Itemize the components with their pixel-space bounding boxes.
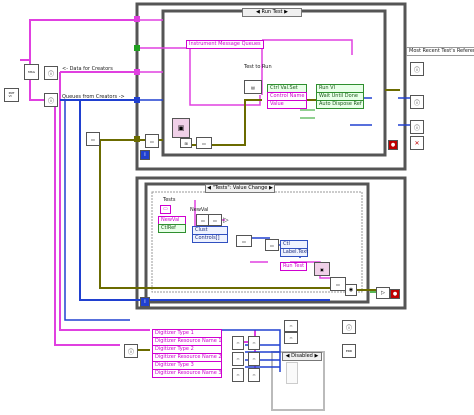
queue-node[interactable]: ▭ — [145, 134, 159, 148]
event-selector[interactable]: ◀ "Tests": Value Change ▶ — [205, 184, 275, 193]
bundle-node[interactable]: ▭ — [248, 352, 260, 366]
queue-ref-node[interactable]: ▭ — [284, 320, 298, 332]
tunnel[interactable] — [134, 97, 140, 103]
case-selector-value: Run Test — [261, 9, 283, 15]
tunnel[interactable] — [134, 16, 140, 22]
disabled-content — [286, 362, 298, 384]
info-icon[interactable]: ⓘ — [410, 95, 424, 109]
disabled-prev-icon[interactable]: ◀ — [285, 353, 290, 359]
enqueue-element-node[interactable]: ▭ — [330, 277, 346, 291]
cluster-node[interactable]: ▭ — [196, 137, 212, 149]
queue-enqueue-node[interactable]: ▣ — [314, 262, 330, 276]
info-icon[interactable]: ⓘ — [342, 320, 356, 334]
case-next-icon[interactable]: ▶ — [284, 9, 288, 15]
test-to-run-node[interactable]: ▤ — [244, 80, 262, 94]
label-newval-top: NewVal — [190, 207, 209, 213]
info-icon[interactable]: ⓘ — [44, 66, 58, 80]
error-out-node[interactable]: ◉ — [345, 284, 357, 296]
build-array-node[interactable]: ▭ — [232, 368, 244, 382]
info-icon: i — [140, 297, 150, 307]
label-test-to-run: Test to Run — [244, 64, 272, 70]
info-icon[interactable]: ⓘ — [410, 120, 424, 134]
controls-field[interactable]: Controls[] — [192, 234, 228, 243]
while-loop-bottom[interactable] — [135, 176, 407, 310]
instrument-message-queues[interactable]: Instrument Message Queues — [186, 40, 264, 49]
event-selector-value: "Tests": Value Change — [212, 185, 268, 191]
most-recent-test-reference[interactable]: Most Recent Test's Reference — [406, 47, 474, 56]
event-next-icon[interactable]: ▶ — [268, 185, 273, 191]
error-handler-node[interactable]: ERR — [342, 344, 356, 358]
bundle-node[interactable]: ▭ — [248, 368, 260, 382]
case-selector-run-test[interactable]: ◀ Run Test ▶ — [242, 8, 302, 17]
run-test-string[interactable]: Run Test — [280, 262, 308, 271]
build-array-node[interactable]: ▭ — [232, 336, 244, 350]
info-icon[interactable]: ⓘ — [44, 93, 58, 107]
property-node[interactable]: ▭ — [265, 239, 279, 251]
to-more-specific-node[interactable]: ▭ — [236, 235, 252, 247]
error-icon[interactable]: ✕ — [410, 136, 424, 150]
cluster-node[interactable]: ▭ — [208, 214, 222, 226]
auto-dispose-ref-field[interactable]: Auto Dispose Ref — [316, 100, 364, 109]
info-icon[interactable]: ⓘ — [124, 344, 138, 358]
vi-reference-icon[interactable]: ▣ — [172, 118, 190, 138]
tunnel[interactable] — [134, 69, 140, 75]
event-prev-icon[interactable]: ◀ — [207, 185, 211, 191]
digitizer-resource-name-3[interactable]: Digitizer Resource Name 3 — [152, 369, 222, 378]
create-queue-node[interactable]: MSG — [24, 64, 39, 80]
tunnel[interactable] — [134, 136, 140, 142]
while-loop-top[interactable] — [135, 2, 407, 171]
label-tests: Tests — [163, 197, 176, 203]
unbundle-node[interactable]: ⊞ — [180, 138, 192, 148]
label-data-for-creators: <- Data for Creators — [62, 66, 113, 72]
case-structure-run-test[interactable] — [161, 9, 387, 157]
queue-ref-node[interactable]: ▭ — [284, 332, 298, 344]
case-selector-disabled[interactable]: ◀ Disabled ▶ — [282, 352, 322, 361]
ctlref-field[interactable]: CtlRef — [158, 224, 186, 233]
or-node[interactable]: ▷ — [376, 287, 390, 299]
disabled-next-icon[interactable]: ▶ — [314, 353, 319, 359]
queue-node[interactable]: ▭ — [86, 132, 100, 146]
stop-icon[interactable]: ● — [388, 140, 398, 150]
build-array-node[interactable]: ▭ — [232, 352, 244, 366]
label-queues-from-creators: Queues from Creators -> — [62, 94, 125, 100]
bundle-node[interactable]: ▭ — [248, 336, 260, 350]
case-prev-icon[interactable]: ◀ — [256, 9, 260, 15]
tunnel[interactable] — [134, 45, 140, 51]
index-array-icon[interactable]: ▷ — [223, 216, 229, 224]
stop-icon[interactable]: ● — [390, 289, 400, 299]
value-field[interactable]: Value — [267, 100, 307, 109]
info-icon[interactable]: ⓘ — [410, 62, 424, 76]
disabled-selector-value: Disabled — [291, 353, 313, 359]
tests-value-node[interactable]: ▭ — [160, 205, 171, 214]
label-text-field[interactable]: Label.Text — [280, 248, 308, 257]
info-icon: i — [140, 150, 150, 160]
